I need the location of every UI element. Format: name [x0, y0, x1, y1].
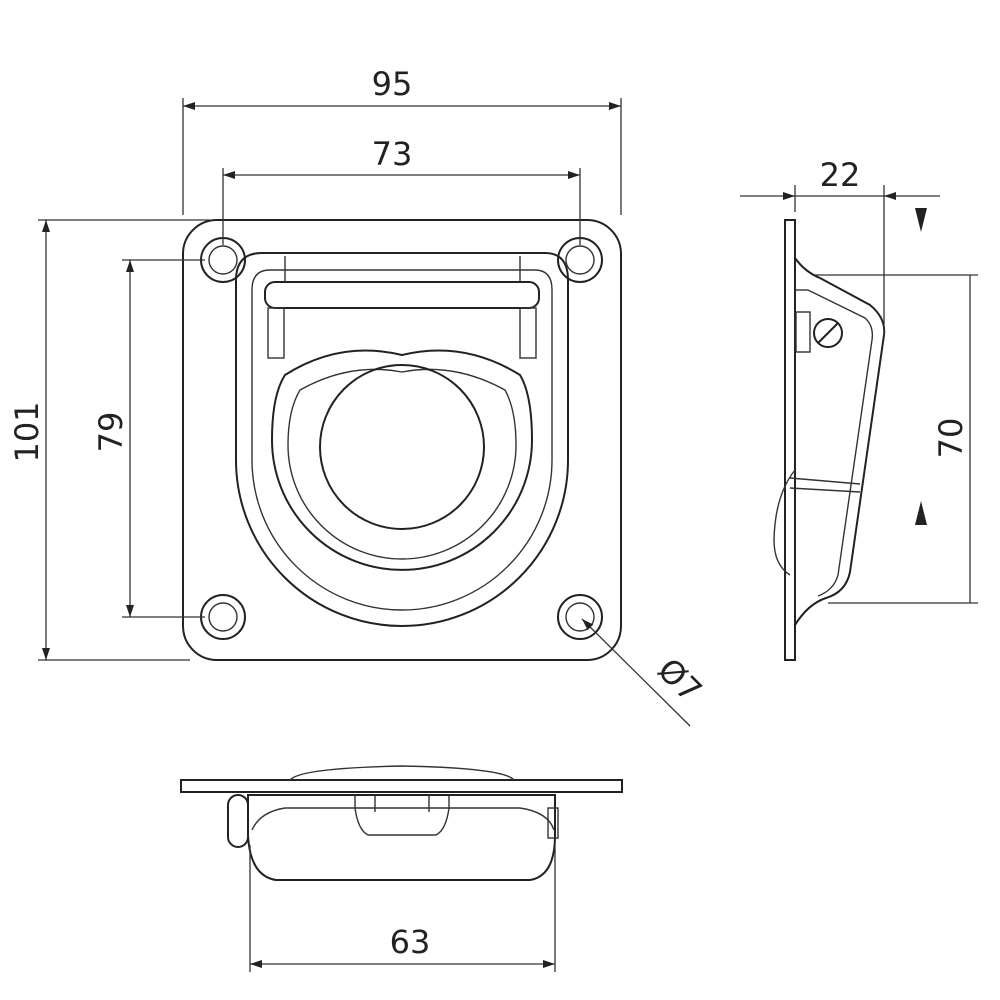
- mounting-holes: [200, 237, 603, 640]
- side-plate: [784, 219, 796, 661]
- hinge-left: [267, 307, 285, 359]
- dim-label-22: 22: [820, 156, 861, 194]
- dim-side-depth: 22: [740, 156, 940, 335]
- side-body: [794, 257, 886, 626]
- dim-label-79: 79: [92, 412, 130, 453]
- handle-bar: [264, 281, 540, 309]
- dim-hole-spacing-vertical: 79: [92, 259, 205, 618]
- hole-bottom-right: [557, 594, 603, 640]
- recess-outer: [235, 252, 569, 627]
- base-plate: [182, 219, 622, 661]
- center-dish: [319, 364, 485, 530]
- dim-side-height: 70: [815, 208, 978, 604]
- hinge-right: [519, 307, 537, 359]
- ring-outer: [270, 349, 534, 571]
- bottom-view: 63: [180, 765, 623, 972]
- side-pin: [813, 318, 843, 348]
- dim-label-101: 101: [8, 401, 46, 462]
- recess-inner: [251, 269, 553, 611]
- ring-inner: [287, 368, 517, 560]
- bottom-knob: [227, 794, 249, 848]
- dim-label-70: 70: [932, 418, 970, 459]
- dim-bottom-width: 63: [249, 845, 556, 972]
- dim-label-63: 63: [390, 923, 431, 961]
- hole-bottom-left: [200, 594, 246, 640]
- bottom-plate: [180, 779, 623, 793]
- dim-overall-width: 95: [182, 65, 622, 215]
- dim-label-95: 95: [372, 65, 413, 103]
- front-view: 95 73 101 79 Ø7: [8, 65, 709, 727]
- side-view: 22 70: [740, 156, 978, 661]
- dim-hole-spacing-horizontal: 73: [222, 135, 581, 245]
- dim-label-diameter: Ø7: [650, 651, 709, 710]
- dim-overall-height: 101: [8, 219, 210, 661]
- dim-label-73: 73: [372, 135, 413, 173]
- dim-hole-diameter: Ø7: [581, 618, 709, 727]
